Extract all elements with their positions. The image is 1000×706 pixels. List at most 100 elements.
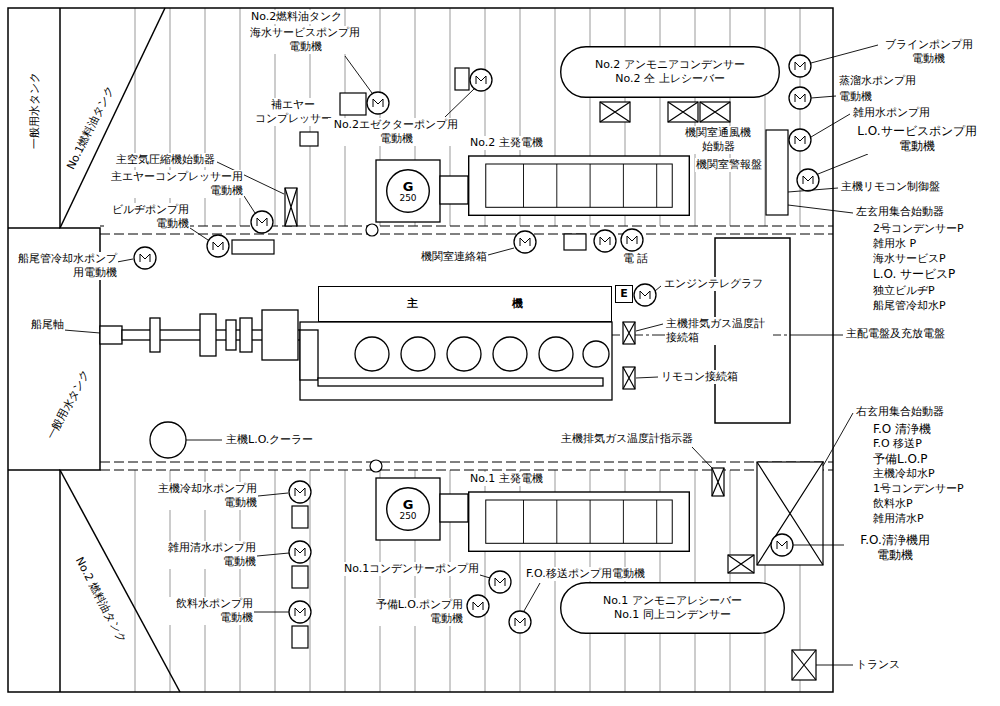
generator-box: No.1 主発電機: [468, 472, 690, 552]
motor-symbol: [289, 481, 311, 503]
part-label: 予備L.O.ポンプ用 電動機: [366, 598, 464, 626]
tank-label: No.2 燃料油タンク: [71, 554, 129, 646]
generator-frame: [376, 478, 440, 540]
generator-detail: [556, 164, 557, 207]
starter-heading: 左玄用集合始動器: [855, 205, 945, 219]
motor-symbol: [289, 541, 311, 563]
part-label: リモコン接続箱: [660, 370, 739, 384]
main-engine: [493, 337, 527, 371]
pump-body: [292, 626, 308, 648]
propeller-shaft: [240, 318, 252, 352]
main-engine: [447, 337, 481, 371]
part-label: No.2エゼクターポンプ用 電動機: [328, 118, 464, 146]
motor-symbol: [470, 69, 492, 91]
ammonia-vessel: No.2 アンモニアコンデンサーNo.2 仝 上レシーバー: [560, 46, 780, 98]
frame-line: [135, 8, 800, 692]
generator-detail: [523, 500, 524, 543]
node-text: No.1 アンモニアレシーバー: [603, 594, 742, 608]
part-label: ブラインポンプ用 電動機: [880, 38, 977, 66]
part-label: No.1コンデンサーポンプ用: [343, 562, 480, 576]
part-label: ビルヂポンプ用 電動機: [104, 203, 190, 231]
generator-detail: [486, 500, 672, 543]
motor-symbol: [251, 211, 273, 233]
girder-opening: [366, 224, 378, 236]
propeller-shaft: [150, 318, 160, 352]
starter-item: 飲料水P: [872, 497, 914, 511]
starter-item: 主機冷却水P: [872, 467, 936, 481]
propeller-shaft: [100, 310, 302, 360]
starter-box: [623, 322, 635, 344]
part-label: 飲料水ポンプ用 電動機: [168, 597, 254, 625]
part-label: 主機排気ガス温度計 接続箱: [665, 317, 773, 345]
motor-symbol: [134, 55, 819, 633]
starter-box: [757, 462, 823, 565]
generator-outline: [469, 492, 690, 551]
leader-line: [64, 56, 474, 440]
node-text: 250: [399, 511, 416, 521]
node-text: 250: [399, 193, 416, 203]
part-label: 補エヤー コンプレッサー: [250, 98, 336, 126]
starter-item: 雑用清水P: [872, 512, 925, 526]
part-label: 主機L.O.クーラー: [225, 433, 314, 447]
generator-detail: [556, 500, 557, 543]
part-label: 主空気圧縮機始動器: [115, 153, 216, 167]
main-engine: [300, 322, 612, 400]
starter-box: [700, 102, 730, 122]
part-label: 船尾管冷却水ポンプ 用電動機: [10, 252, 118, 280]
generator-detail: [623, 164, 624, 207]
node-text: 主 機: [407, 297, 523, 311]
motor-symbol: [514, 231, 536, 253]
starter-box: [712, 468, 724, 496]
part-label: 雑用清水ポンプ用 電動機: [160, 541, 257, 569]
generator-detail: [656, 500, 657, 543]
part-label: 機関室連絡箱: [420, 250, 488, 264]
propeller-shaft: [100, 326, 122, 344]
starter-box: [285, 102, 823, 680]
generator-outline: [469, 156, 690, 215]
generator-detail: [486, 164, 672, 207]
starter-box: [623, 322, 635, 344]
lo-cooler: [150, 422, 186, 458]
generator-box: No.2 主発電機: [468, 136, 690, 216]
starter-item: 予備L.O.P: [872, 452, 929, 467]
generator-frame: [440, 176, 468, 204]
part-label: トランス: [855, 658, 901, 672]
starter-box: [700, 102, 730, 122]
motor-symbol: [771, 534, 793, 556]
generator-circle: [387, 170, 430, 213]
starter-item: 2号コンデンサーP: [872, 222, 965, 236]
starter-item: 海水サービスP: [872, 252, 947, 266]
starter-box: [285, 188, 297, 226]
part-label: F.O.清浄機用 電動機: [846, 533, 944, 563]
starter-item: 1号コンデンサーP: [872, 482, 965, 496]
node-text: No.2 アンモニアコンデンサー: [595, 58, 745, 72]
hull-outline: [8, 8, 833, 692]
part-label: L.O.サービスポンプ用 電動機: [846, 124, 988, 154]
part-label: 雑用水ポンプ用: [852, 106, 931, 120]
pump-body: [340, 93, 366, 115]
tank-label: 一般用水タンク: [27, 71, 41, 150]
ammonia-vessel: No.1 アンモニアレシーバーNo.1 同上コンデンサー: [560, 582, 785, 634]
motor-symbol: [134, 247, 156, 269]
generator-detail: [623, 500, 624, 543]
pump-body: [300, 132, 318, 146]
motor-symbol: [509, 611, 531, 633]
part-label: 船尾軸: [30, 318, 65, 332]
node-text: No.2 主発電機: [468, 136, 545, 150]
frame-line: [135, 470, 800, 692]
tank-label: No.2燃料油タンク: [250, 10, 343, 24]
node-text: G: [403, 498, 414, 511]
part-label: 電 話: [622, 252, 650, 266]
main-engine-box: 主 機: [318, 286, 612, 322]
part-label: 海水サービスポンプ用 電動機: [245, 26, 365, 54]
starter-box: [285, 188, 297, 226]
starter-box: [668, 102, 698, 122]
main-engine: [539, 337, 573, 371]
part-label: F.O.移送ポンプ用電動機: [525, 567, 646, 581]
starter-box: [623, 367, 635, 389]
leader-line: [254, 248, 712, 612]
hull-outline: [8, 8, 833, 692]
node-text: No.2 仝 上レシーバー: [615, 72, 724, 86]
starter-box: [766, 130, 788, 215]
